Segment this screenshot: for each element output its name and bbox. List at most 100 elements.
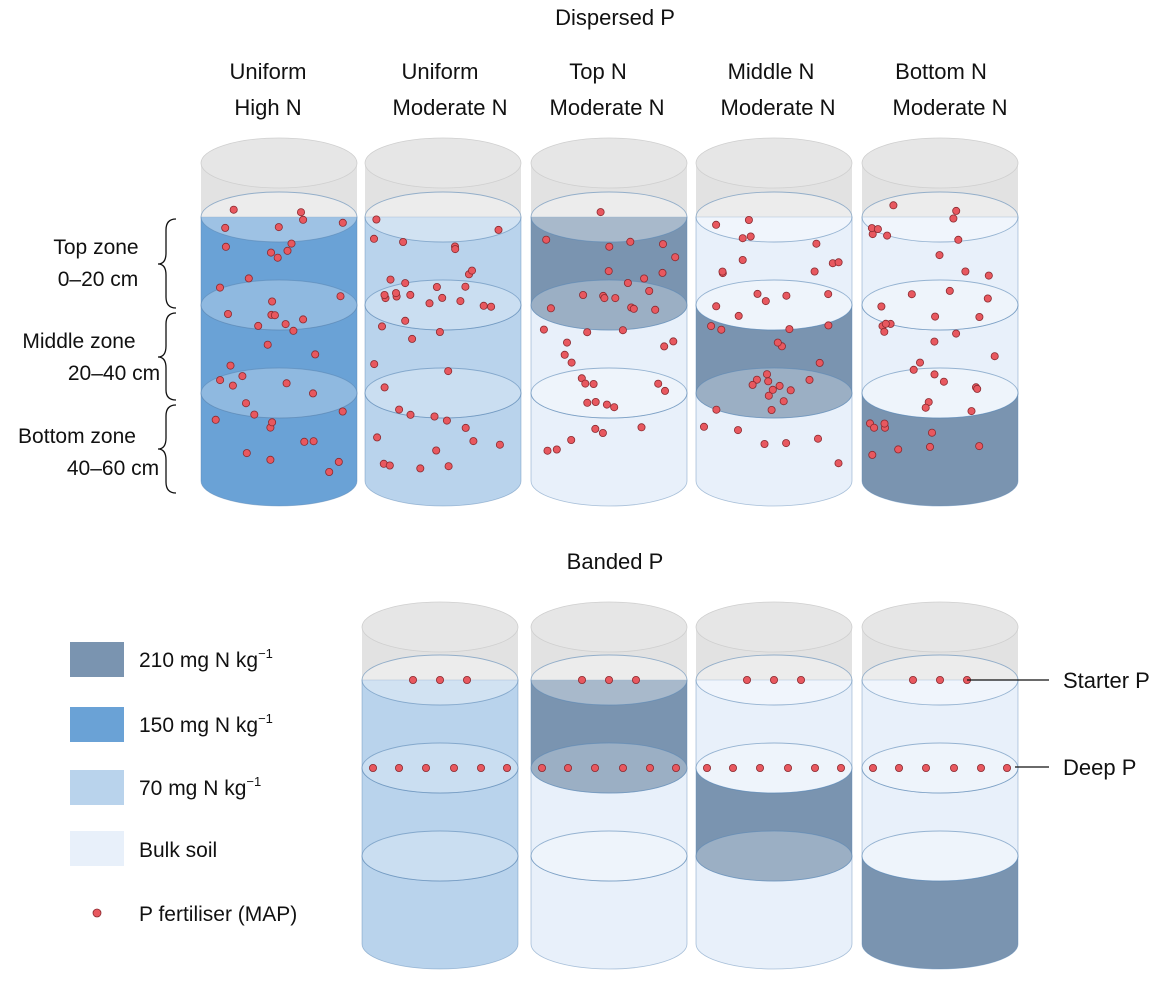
bracket-top-zone [157,218,177,309]
banded-column-1-deep-dot [368,764,377,773]
dispersed-column-3-fertiliser-dot [583,398,592,407]
dispersed-column-3-fertiliser-dot [583,328,592,337]
column-1-title-line1: Uniform [229,59,306,84]
dispersed-column-1-zone-bottom [200,392,358,507]
dispersed-column-1-fertiliser-dot [211,415,220,424]
dispersed-column-1-zone-rim-top [200,191,358,243]
dispersed-column-4-fertiliser-dot [700,422,709,431]
banded-column-3-zone-rim-bottom [695,830,853,882]
column-3-title-line1: Top N [569,59,626,84]
dispersed-column-2-fertiliser-dot [377,322,386,331]
dispersed-column-1-fertiliser-dot [266,248,275,257]
dispersed-column-4-zone-rim-top [695,191,853,243]
dispersed-column-1-fertiliser-dot [308,389,317,398]
dispersed-column-2-fertiliser-dot [456,297,465,306]
dispersed-column-2-fertiliser-dot [391,289,400,298]
dispersed-column-1-fertiliser-dot [268,418,277,427]
banded-column-4-zone-rim-middle [861,742,1019,794]
dispersed-column-3-fertiliser-dot [611,294,620,303]
dispersed-column-4-fertiliser-dot [834,258,843,267]
banded-column-1 [361,601,519,970]
deep-p-label: Deep P [1063,755,1136,780]
dispersed-column-3-fertiliser-dot [669,337,678,346]
zone-label-middle-line2: 20–40 cm [68,362,160,385]
dispersed-column-4-zone-bottom [695,392,853,507]
dispersed-column-2-fertiliser-dot [406,290,415,299]
dispersed-column-5-fertiliser-dot [873,225,882,234]
dispersed-column-4-fertiliser-dot [760,439,769,448]
band-labels: Starter P Deep P [967,668,1150,780]
dispersed-column-4-fertiliser-dot [764,391,773,400]
dispersed-column-3-fertiliser-dot [546,304,555,313]
dispersed-column-1-fertiliser-dot [226,361,235,370]
banded-column-1-deep-dot [394,764,403,773]
banded-column-4-zone-bottom [861,855,1019,970]
banded-column-1-zone-rim-middle [361,742,519,794]
dispersed-column-3-fertiliser-dot [552,445,561,454]
dispersed-column-3-fertiliser-dot [658,268,667,277]
dispersed-column-5-fertiliser-dot [907,290,916,299]
dispersed-column-5-fertiliser-dot [928,428,937,437]
banded-column-4-starter-dot [936,676,945,685]
dispersed-column-2-fertiliser-dot [395,405,404,414]
dispersed-column-2-fertiliser-dot [461,423,470,432]
dispersed-column-5-fertiliser-dot [949,214,958,223]
dispersed-column-3-fertiliser-dot [660,342,669,351]
zone-label-top-line1: Top zone [53,236,138,259]
column-1-title-line2: High N [234,95,301,120]
banded-column-3-deep-dot [811,764,820,773]
banded-column-1-zone-bottom [361,855,519,970]
dispersed-column-3-fertiliser-dot [567,435,576,444]
dispersed-column-4-fertiliser-dot [767,405,776,414]
dispersed-column-4-fertiliser-dot [824,321,833,330]
dispersed-column-3-fertiliser-dot [629,304,638,313]
dispersed-column-4-fertiliser-dot [712,302,721,311]
soil-columns [200,137,1019,970]
banded-column-2-starter-dot [632,676,641,685]
dispersed-column-5-fertiliser-dot [870,423,879,432]
dispersed-column-4-fertiliser-dot [814,434,823,443]
dispersed-column-3-zone-bottom [530,392,688,507]
dispersed-column-3-fertiliser-dot [589,379,598,388]
banded-column-1-zone-rim-bottom [361,830,519,882]
starter-p-label: Starter P [1063,668,1150,693]
dispersed-column-4-fertiliser-dot [815,358,824,367]
dispersed-column-2-fertiliser-dot [372,215,381,224]
dispersed-column-3-fertiliser-dot [604,267,613,276]
banded-column-2-deep-dot [591,764,600,773]
dispersed-column-1-fertiliser-dot [263,340,272,349]
bracket-middle-zone [157,312,177,401]
dispersed-column-2-fertiliser-dot [432,446,441,455]
legend: 210 mg N kg−1 150 mg N kg−1 70 mg N kg−1… [70,642,297,926]
legend-label-70: 70 mg N kg−1 [139,774,261,800]
banded-column-1-deep-dot [449,764,458,773]
dispersed-column-3-fertiliser-dot [539,325,548,334]
dispersed-column-2-zone-rim-middle [364,279,522,331]
banded-column-4-zone-rim-bottom [861,830,1019,882]
banded-column-1-cap [361,601,519,653]
dispersed-column-3-fertiliser-dot [671,253,680,262]
dispersed-column-3-fertiliser-dot [640,274,649,283]
dispersed-column-5-fertiliser-dot [952,329,961,338]
dispersed-column-1-fertiliser-dot [283,246,292,255]
dispersed-column-3-fertiliser-dot [600,294,609,303]
dispersed-column-1-fertiliser-dot [241,399,250,408]
column-4-title-line2: Moderate N [721,95,836,120]
dispersed-column-5-fertiliser-dot [880,327,889,336]
dispersed-column-3-fertiliser-dot [654,379,663,388]
dispersed-column-4-fertiliser-dot [717,325,726,334]
dispersed-column-3-fertiliser-dot [626,237,635,246]
dispersed-column-4-fertiliser-dot [782,291,791,300]
dispersed-column-5-fertiliser-dot [889,201,898,210]
dispersed-column-4-fertiliser-dot [761,297,770,306]
banded-column-3-deep-dot [729,764,738,773]
dispersed-column-5-fertiliser-dot [975,312,984,321]
dispersed-column-3-fertiliser-dot [579,290,588,299]
dispersed-column-4-fertiliser-dot [773,338,782,347]
dispersed-column-3-fertiliser-dot [542,235,551,244]
dispersed-column-4-fertiliser-dot [824,290,833,299]
dispersed-column-2-fertiliser-dot [425,299,434,308]
dispersed-column-4-fertiliser-dot [712,405,721,414]
dispersed-column-5-fertiliser-dot [930,370,939,379]
banded-column-2-zone-bottom [530,855,688,970]
